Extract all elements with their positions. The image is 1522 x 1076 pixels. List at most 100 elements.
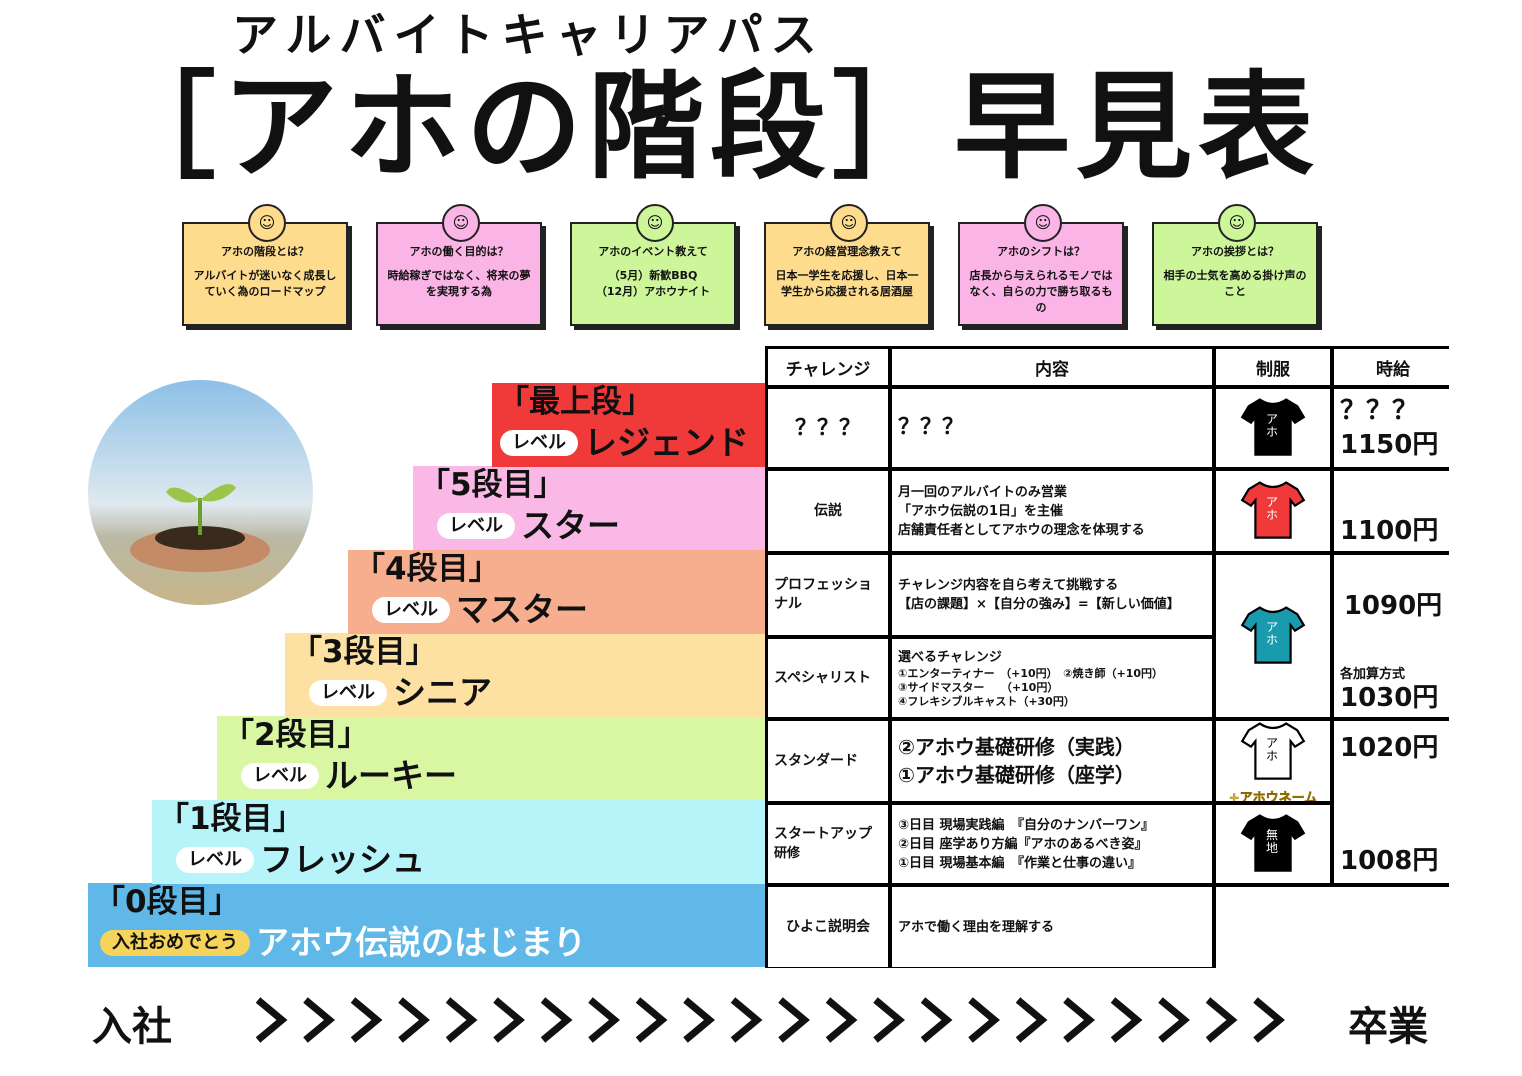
teacher-icon: ☺	[248, 204, 286, 242]
table-header: 内容	[892, 349, 1212, 385]
level-name: フレッシュ	[260, 840, 425, 879]
uniform-cell: アホ+アホウネーム	[1216, 721, 1330, 801]
content-line: 選べるチャレンジ	[898, 649, 1002, 665]
level-row: レベルフレッシュ	[176, 840, 425, 880]
tshirt-text: アホ	[1266, 735, 1279, 763]
card-answer: アルバイトが迷いなく成長していく為のロードマップ	[193, 269, 337, 298]
card-answer: 店長から与えられるモノではなく、自らの力で勝ち取るもの	[969, 269, 1113, 314]
table-header: 時給	[1334, 349, 1452, 385]
level-badge: レベル	[500, 430, 578, 456]
level-row: レベルレジェンド	[500, 423, 749, 463]
stair-step: 「4段目」レベルマスター	[348, 550, 765, 634]
level-badge: レベル	[437, 513, 515, 539]
card-question: アホの階段とは？	[221, 245, 309, 258]
chevron-right-icon	[1158, 997, 1190, 1043]
content-line: アホで働く理由を理解する	[898, 919, 1055, 935]
content-cell: チャレンジ内容を自ら考えて挑戦する【店の課題】×【自分の強み】=【新しい価値】	[892, 555, 1212, 635]
content-cell: ？？？	[892, 389, 1212, 467]
table-header: チャレンジ	[768, 349, 888, 385]
level-name: ルーキー	[325, 756, 457, 795]
chevron-right-icon	[588, 997, 620, 1043]
stair-step: 「2段目」レベルルーキー	[217, 716, 765, 800]
wage-value: 1030円	[1340, 683, 1439, 713]
level-badge: レベル	[241, 763, 319, 789]
challenge-cell: スタンダード	[768, 721, 888, 801]
challenge-cell: ？？？	[768, 389, 888, 467]
info-card: ☺アホの経営理念教えて日本一学生を応援し、日本一学生から応援される居酒屋	[764, 204, 930, 326]
chevron-right-icon	[350, 997, 383, 1043]
stage-label: 「0段目」	[94, 884, 240, 920]
card-question: アホのイベント教えて	[598, 245, 708, 258]
tshirt-wrap: アホ	[1240, 721, 1306, 787]
level-name: スター	[521, 506, 620, 545]
level-name: アホウ伝説のはじまり	[256, 923, 586, 962]
info-card: ☺アホの挨拶とは？相手の士気を高める掛け声のこと	[1152, 204, 1318, 326]
stair-step: 「3段目」レベルシニア	[285, 633, 765, 717]
uniform-cell: 無地	[1216, 805, 1330, 883]
card-answer: （5月）新歓BBQ （12月）アホウナイト	[595, 269, 711, 298]
end-label: 卒業	[1348, 1004, 1428, 1050]
level-row: レベルマスター	[372, 590, 588, 630]
challenge-name: プロフェッショナル	[774, 577, 872, 612]
stair-step: 「0段目」入社おめでとうアホウ伝説のはじまり	[88, 883, 765, 967]
content-line: 月一回のアルバイトのみ営業	[898, 484, 1067, 500]
tshirt-wrap: アホ	[1240, 393, 1306, 463]
stage-label: 「2段目」	[223, 717, 369, 753]
chevron-right-icon	[398, 997, 430, 1043]
card-question: アホの経営理念教えて	[792, 245, 902, 258]
tshirt-icon	[1240, 481, 1306, 539]
content-cell: 月一回のアルバイトのみ営業「アホウ伝説の1日」を主催店舗責任者としてアホウの理念…	[892, 471, 1212, 551]
chevron-right-icon	[540, 997, 573, 1043]
tshirt-icon	[1240, 721, 1306, 780]
level-row: レベルスター	[437, 506, 620, 546]
challenge-name: ？？？	[794, 415, 861, 441]
page-title: ［アホの階段］早見表	[100, 60, 1320, 195]
challenge-name: スタートアップ	[774, 826, 872, 842]
tshirt-wrap: アホ	[1240, 601, 1306, 671]
subtitle: アルバイトキャリアパス	[232, 8, 825, 62]
content-cell: ③日目 現場実践編 『自分のナンバーワン』 ②日目 座学あり方編『アホのあるべき姿…	[892, 805, 1212, 883]
tshirt-icon	[1240, 606, 1306, 664]
stage-label: 「4段目」	[354, 551, 500, 587]
table-header: 制服	[1216, 349, 1330, 385]
chevron-right-icon	[1015, 997, 1048, 1043]
content-line: ③日目 現場実践編 『自分のナンバーワン』	[898, 817, 1155, 833]
card-answer: 時給稼ぎではなく、将来の夢を実現する為	[387, 269, 531, 298]
stair-step: 「1段目」レベルフレッシュ	[152, 800, 765, 884]
tshirt-icon	[1240, 398, 1306, 456]
stage-label: 「最上段」	[498, 384, 653, 420]
content-line: ④フレキシブルキャスト（+30円）	[898, 694, 1075, 708]
level-name: レジェンド	[584, 423, 749, 462]
content-line: ③サイドマスター （+10円）	[898, 680, 1059, 694]
card-question: アホの働く目的は？	[409, 245, 509, 258]
chevron-right-icon	[920, 997, 953, 1043]
challenge-sub: 研修	[774, 846, 801, 861]
content-cell: アホで働く理由を理解する	[892, 887, 1212, 967]
content-line: ②日目 座学あり方編『アホのあるべき姿』	[898, 836, 1148, 852]
people-idea-icon: ☺	[1218, 204, 1256, 242]
challenge-name: 伝説	[814, 502, 842, 519]
start-label: 入社	[92, 1004, 172, 1050]
chevron-right-icon	[683, 997, 715, 1043]
chevron-right-icon	[493, 997, 525, 1043]
chevron-right-icon	[255, 997, 288, 1043]
card-answer: 日本一学生を応援し、日本一学生から応援される居酒屋	[775, 269, 919, 298]
chevron-right-icon	[1063, 997, 1095, 1043]
challenge-name: ひよこ説明会	[786, 918, 870, 935]
blank-area	[1216, 887, 1455, 970]
content-line: ①エンターティナー （+10円） ②焼き師（+10円）	[898, 666, 1164, 680]
wage-cell: ？？？1150円	[1334, 389, 1452, 467]
info-card: ☺アホのシフトは？店長から与えられるモノではなく、自らの力で勝ち取るもの	[958, 204, 1124, 326]
content-line: 【店の課題】×【自分の強み】=【新しい価値】	[898, 597, 1180, 612]
info-card: ☺アホの働く目的は？時給稼ぎではなく、将来の夢を実現する為	[376, 204, 542, 326]
level-badge: レベル	[372, 597, 450, 623]
wage-value: 1090円	[1343, 591, 1443, 621]
content-line: ①日目 現場基本編 『作業と仕事の違い』	[898, 855, 1142, 871]
stair-step: 「5段目」レベルスター	[413, 466, 765, 550]
wage-value: 1020円	[1340, 733, 1439, 763]
challenge-cell: スペシャリスト	[768, 639, 888, 717]
content-line: 「アホウ伝説の1日」を主催	[898, 503, 1064, 519]
